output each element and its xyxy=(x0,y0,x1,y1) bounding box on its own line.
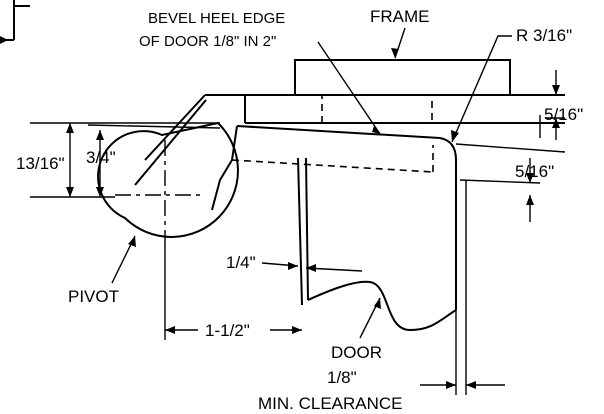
dimension-one-eighth xyxy=(420,180,505,395)
label-min-clearance: MIN. CLEARANCE xyxy=(258,394,403,413)
label-bevel-heel-line2: OF DOOR 1/8" IN 2" xyxy=(139,33,276,50)
label-five-sixteenths-bottom: 5/16" xyxy=(515,162,554,181)
leader-lines xyxy=(111,27,512,339)
label-radius: R 3/16" xyxy=(516,26,572,45)
dimension-three-quarters xyxy=(87,124,221,197)
dimension-quarter xyxy=(261,262,363,272)
label-door: DOOR xyxy=(331,343,382,362)
label-pivot: PIVOT xyxy=(68,287,119,306)
label-five-sixteenths-top: 5/16" xyxy=(544,105,583,124)
label-quarter: 1/4" xyxy=(226,253,256,272)
dimension-five-sixteenths-top xyxy=(520,70,565,140)
pivot-door-profile xyxy=(97,99,457,332)
label-one-eighth: 1/8" xyxy=(327,368,357,387)
dimension-one-and-half xyxy=(164,245,302,340)
label-three-quarters: 3/4" xyxy=(86,148,116,167)
label-thirteen-sixteenths: 13/16" xyxy=(16,154,65,173)
label-frame: FRAME xyxy=(370,7,430,26)
dimension-thirteen-sixteenths xyxy=(30,122,220,198)
adjacent-detail-fragment xyxy=(0,0,30,44)
dimension-five-sixteenths-bottom xyxy=(455,143,566,222)
frame xyxy=(144,59,565,161)
pivot-center-lines xyxy=(115,140,200,245)
label-bevel-heel-line1: BEVEL HEEL EDGE xyxy=(148,10,285,27)
label-one-and-half: 1-1/2" xyxy=(205,321,250,340)
hidden-frame-pocket xyxy=(231,94,434,173)
